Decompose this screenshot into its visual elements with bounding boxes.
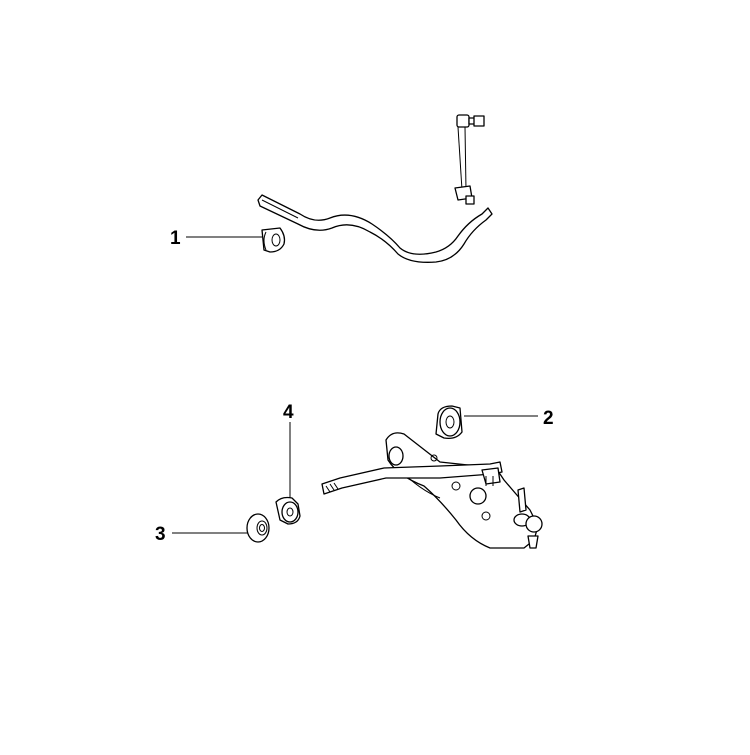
callout-4-number: 4 — [283, 402, 294, 423]
lower-control-arm — [385, 432, 539, 549]
callout-3-number: 3 — [155, 524, 166, 545]
strut-rod-washer — [246, 513, 270, 543]
callout-2-number: 2 — [543, 408, 554, 429]
ball-joint — [513, 487, 543, 549]
strut-rod — [321, 461, 503, 495]
stabilizer-link — [454, 114, 485, 205]
stabilizer-bar — [257, 194, 493, 263]
control-arm-bushing — [435, 405, 463, 440]
strut-rod-bushing — [275, 496, 301, 525]
stabilizer-bushing — [261, 227, 286, 253]
callout-1-number: 1 — [170, 228, 181, 249]
